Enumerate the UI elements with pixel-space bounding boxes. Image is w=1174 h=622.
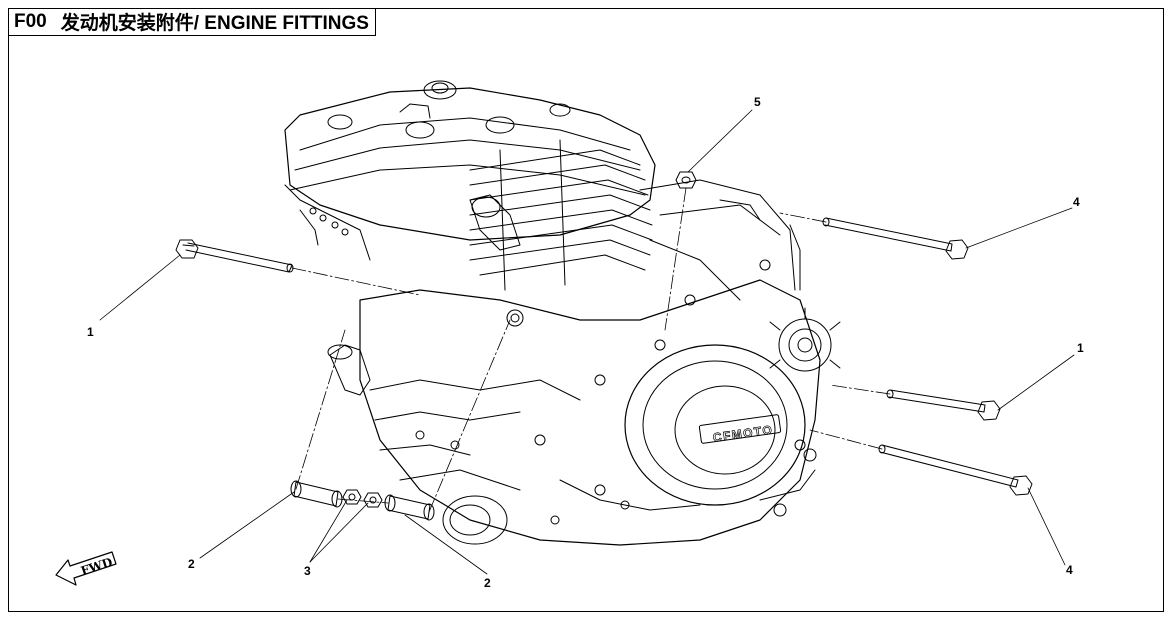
callout-5: 5 — [754, 95, 761, 109]
part-1-bolt-left — [175, 239, 294, 273]
part-4-bolt-lower — [878, 444, 1033, 496]
callout-4-upper: 4 — [1073, 195, 1080, 209]
callout-4-lower: 4 — [1066, 563, 1073, 577]
engine-assembly — [284, 80, 841, 546]
callout-3: 3 — [304, 564, 311, 578]
part-4-bolt-upper — [822, 217, 969, 260]
diagram-title: 发动机安装附件/ ENGINE FITTINGS — [60, 13, 369, 34]
diagram-code: F00 — [14, 10, 47, 32]
fwd-arrow-icon — [55, 551, 117, 586]
part-2-spacer-right — [384, 494, 435, 521]
callout-1-left: 1 — [87, 325, 94, 339]
part-5-nut — [675, 171, 697, 189]
callout-2-right: 2 — [484, 576, 491, 590]
part-2-spacer-left — [290, 480, 343, 508]
callout-1-right: 1 — [1077, 341, 1084, 355]
page-title: F00 发动机安装附件/ ENGINE FITTINGS — [8, 8, 376, 36]
engine-brand-label: CFMOTO — [712, 422, 774, 444]
drawing-frame — [8, 8, 1164, 612]
part-1-bolt-right — [886, 389, 1001, 421]
leader-lines — [99, 109, 1075, 575]
assembly-axis-lines — [291, 187, 891, 513]
callout-2-left: 2 — [188, 557, 195, 571]
fwd-label: FWD — [79, 555, 114, 578]
part-3-nuts — [342, 489, 383, 508]
